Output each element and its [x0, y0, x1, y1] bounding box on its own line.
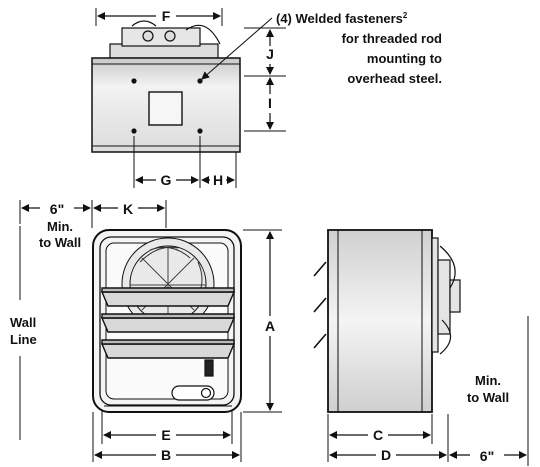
- front-view: [92, 229, 242, 413]
- dim-c-label: C: [373, 427, 383, 443]
- junction-box: [148, 91, 183, 126]
- fan-blades: [121, 237, 215, 331]
- wall-line-label-line2: Line: [10, 332, 37, 347]
- welded-fasteners: [131, 78, 203, 134]
- min-to-wall-left-line1: Min.: [47, 219, 73, 234]
- fastener-note: (4) Welded fasteners2 for threaded rod m…: [276, 11, 442, 86]
- fastener-note-line3: mounting to: [367, 51, 442, 66]
- side-housing: [327, 229, 433, 413]
- fastener-leader: [201, 17, 273, 80]
- wall-line-label-line1: Wall: [10, 315, 36, 330]
- dim-6in-left-label: 6": [50, 201, 64, 217]
- dim-b-label: B: [161, 447, 171, 463]
- dim-j-label: J: [266, 46, 274, 62]
- louvers: [100, 287, 236, 359]
- min-to-wall-left-line2: to Wall: [39, 235, 81, 250]
- dim-k-label: K: [123, 201, 133, 217]
- control-panel: [171, 359, 215, 401]
- dim-a-label: A: [265, 318, 275, 334]
- rear-motor: [431, 237, 461, 355]
- motor-mount: [109, 20, 221, 59]
- dim-g-label: G: [161, 172, 172, 188]
- fastener-note-line4: overhead steel.: [347, 71, 442, 86]
- min-to-wall-right-line2: to Wall: [467, 390, 509, 405]
- dim-e-label: E: [161, 427, 170, 443]
- front-dimensions: 6" Min. to Wall K Wall Line A E B: [10, 200, 282, 463]
- dim-i-label: I: [268, 95, 272, 111]
- dim-d-label: D: [381, 447, 391, 463]
- dim-h-label: H: [213, 172, 223, 188]
- fastener-note-superscript: 2: [403, 11, 408, 20]
- min-to-wall-right-line1: Min.: [475, 373, 501, 388]
- side-view: [313, 229, 461, 413]
- top-view: F J I G H: [91, 8, 286, 188]
- side-louvers: [313, 261, 327, 349]
- fastener-note-line1: (4) Welded fasteners: [276, 11, 403, 26]
- side-dimensions: C D 6" Min. to Wall: [327, 316, 529, 466]
- dim-6in-right-label: 6": [480, 448, 494, 464]
- fastener-note-line2: for threaded rod: [342, 31, 442, 46]
- svg-text:(4) Welded fasteners2: (4) Welded fasteners2: [276, 11, 408, 26]
- dim-f-label: F: [162, 8, 171, 24]
